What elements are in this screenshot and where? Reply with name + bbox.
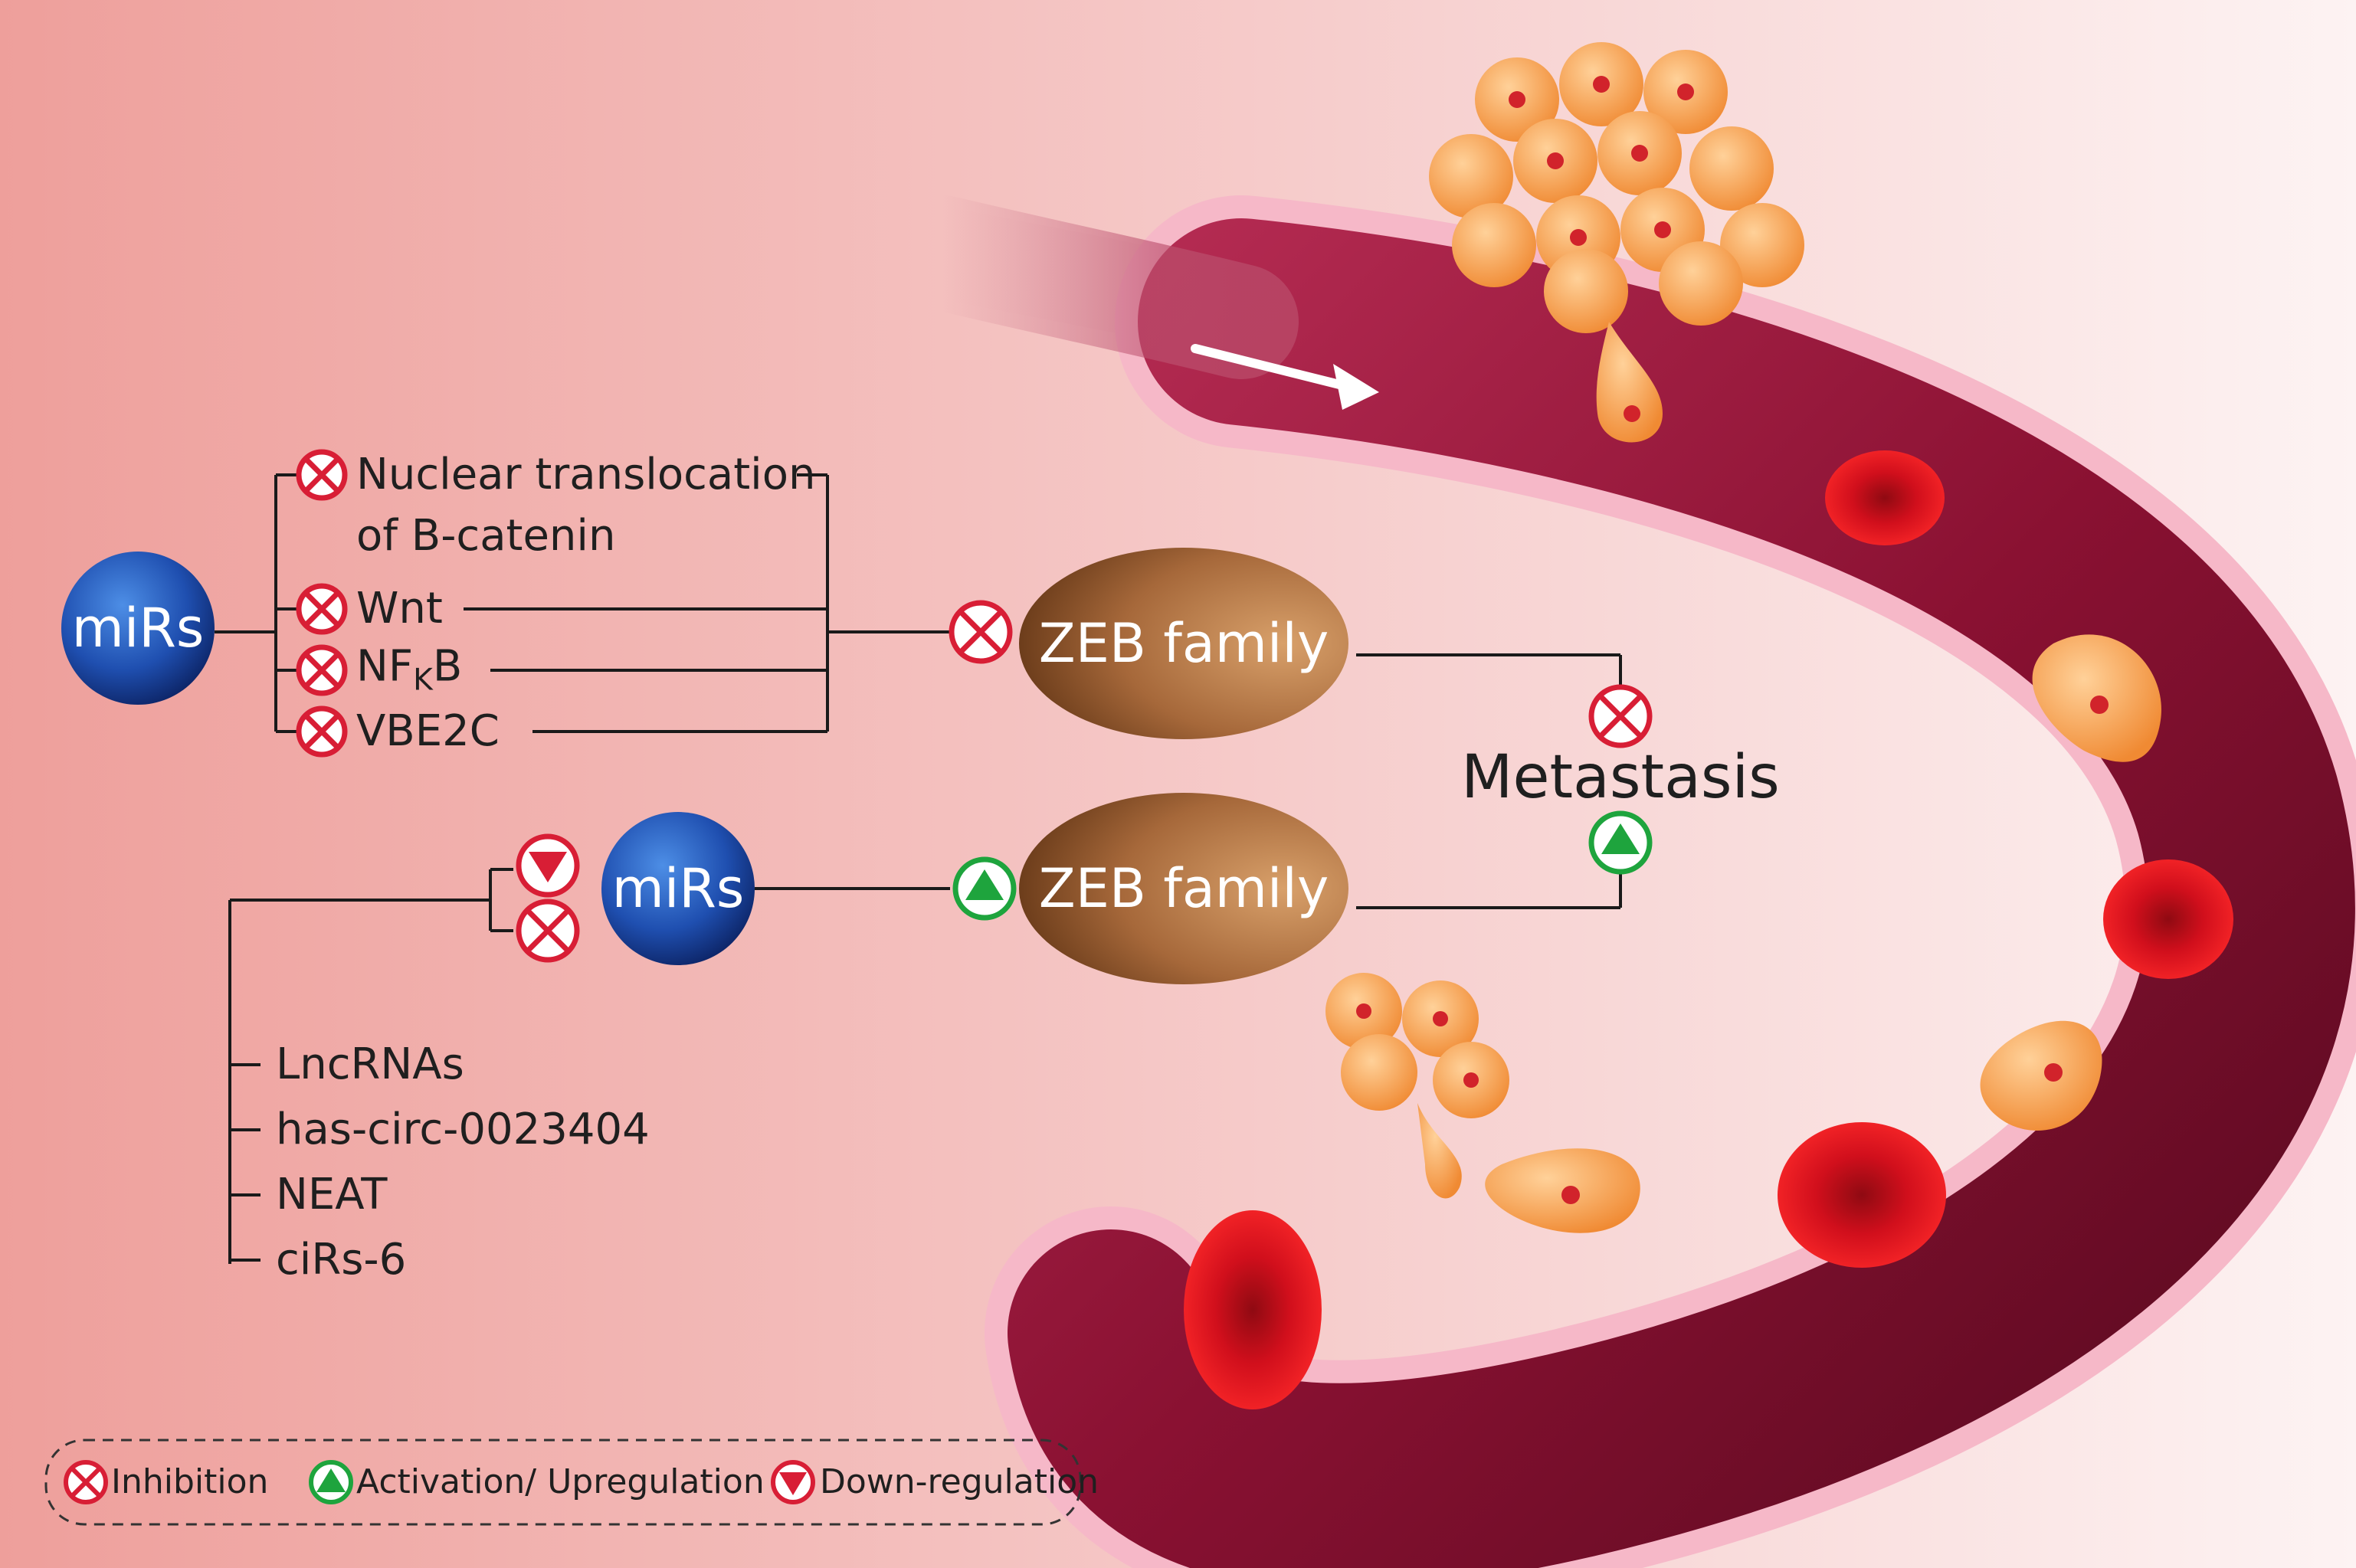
inhibition-icon [296,583,348,635]
inhibition-icon-group [296,449,1653,963]
regulator-label-cirs6: ciRs-6 [276,1235,407,1285]
inhibition-icon [949,600,1013,664]
inhibition-icon [296,705,348,758]
regulator-label-has-circ: has-circ-0023404 [276,1105,650,1154]
blood-vessel [885,195,2356,1568]
zeb-bottom-label: ZEB family [1038,857,1329,920]
legend-inhibition-label: Inhibition [111,1462,269,1501]
inhibition-icon [516,899,580,963]
inhibition-icon [296,449,348,501]
target-label-vbe2c: VBE2C [356,706,500,756]
regulator-label-lncrnas: LncRNAs [276,1039,464,1089]
nfkb-prefix: NF [356,641,414,692]
red-blood-cells [1184,450,2233,1409]
activation-icon [1588,810,1653,875]
legend-activation-label: Activation/ Upregulation [356,1462,765,1501]
mirs-bottom-label: miRs [611,857,745,920]
downregulation-icon [516,833,580,898]
zeb-top-node [1019,548,1348,739]
legend [44,1439,1082,1526]
nfkb-subscript: K [413,663,433,698]
target-label-b-catenin: of B-catenin [356,511,616,561]
tumor-cluster-top [1429,42,1804,443]
legend-downregulation-label: Down-regulation [820,1462,1099,1501]
zeb-bottom-node [1019,793,1348,984]
target-label-wnt: Wnt [356,584,443,633]
target-label-nuclear-translocation: Nuclear translocation [356,450,816,499]
inhibition-icon [296,644,348,696]
regulator-label-neat: NEAT [276,1170,388,1219]
tumor-cluster-bottom [1325,973,1509,1199]
target-label-nfkb: NFKB [356,645,462,698]
nfkb-suffix: B [432,641,463,692]
activation-icon-group [952,810,1653,921]
circulating-tumor-cells [1485,634,2161,1233]
metastasis-label: Metastasis [1461,743,1780,812]
mirs-top-node [61,552,215,705]
zeb-top-label: ZEB family [1038,612,1329,675]
mirs-top-label: miRs [71,597,205,660]
mirs-bottom-node [601,812,755,965]
connector-lines [215,473,1622,1264]
activation-icon [952,856,1017,921]
inhibition-icon [1588,684,1653,748]
